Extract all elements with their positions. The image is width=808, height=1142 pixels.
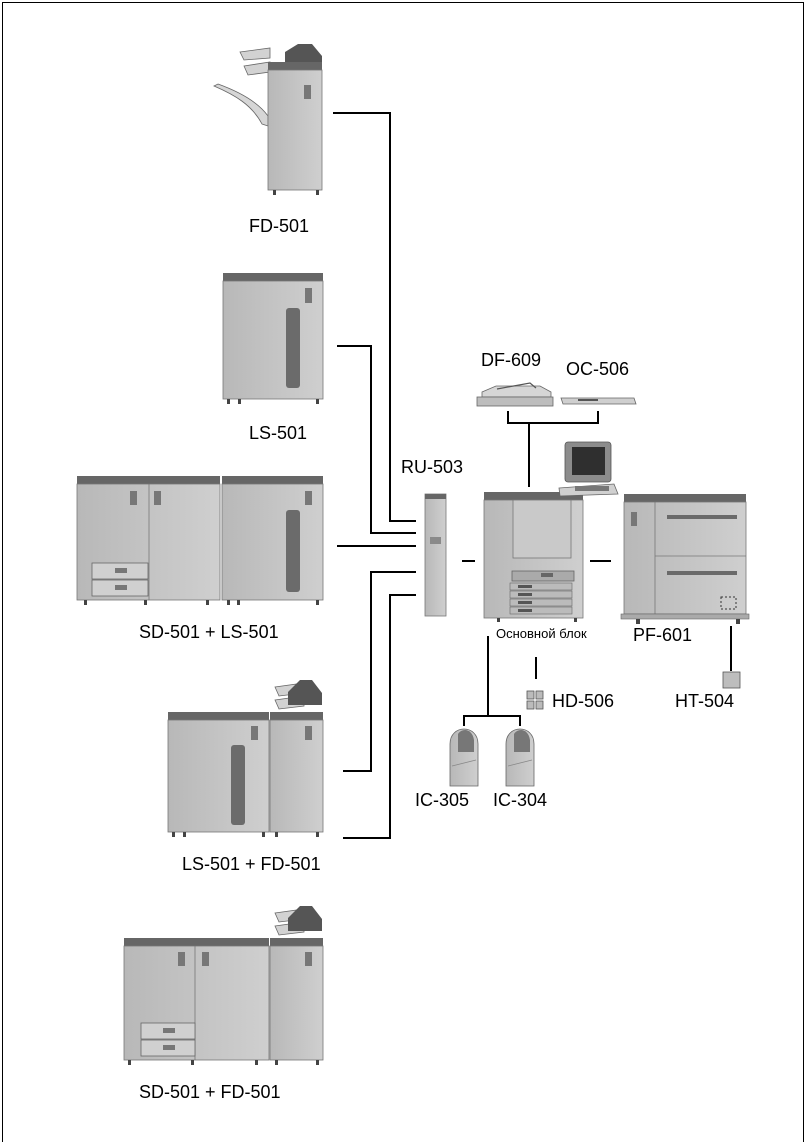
label-ls-fd: LS-501 + FD-501 <box>182 854 321 875</box>
label-ic304: IC-304 <box>493 790 547 811</box>
label-main-unit: Основной блок <box>496 626 587 641</box>
line-ic-branch <box>464 716 520 726</box>
df609-unit <box>477 383 553 406</box>
ht504-icon <box>723 672 740 688</box>
label-df609: DF-609 <box>481 350 541 371</box>
line-ls501 <box>337 346 416 533</box>
sd-fd-unit <box>124 906 323 1065</box>
label-sd-fd: SD-501 + FD-501 <box>139 1082 281 1103</box>
oc506-unit <box>561 398 636 404</box>
label-ru503: RU-503 <box>401 457 463 478</box>
label-ls501: LS-501 <box>249 423 307 444</box>
label-oc506: OC-506 <box>566 359 629 380</box>
fd501-unit <box>214 44 322 195</box>
label-hd506: HD-506 <box>552 691 614 712</box>
ls-fd-unit <box>168 680 323 837</box>
connection-lines <box>333 113 731 838</box>
label-ht504: HT-504 <box>675 691 734 712</box>
hd506-icon <box>527 691 543 709</box>
line-ls-fd <box>343 572 416 771</box>
label-pf601: PF-601 <box>633 625 692 646</box>
label-ic305: IC-305 <box>415 790 469 811</box>
control-panel <box>559 442 618 496</box>
line-df-oc <box>508 411 598 423</box>
line-sd-fd <box>343 595 416 838</box>
ls501-unit <box>223 273 323 404</box>
label-fd501: FD-501 <box>249 216 309 237</box>
ic305-unit <box>450 729 478 786</box>
main-unit <box>484 442 618 622</box>
pf601-unit <box>621 494 749 624</box>
ru503-unit <box>425 494 446 616</box>
sd-ls-unit <box>77 476 323 605</box>
ic304-unit <box>506 729 534 786</box>
label-sd-ls: SD-501 + LS-501 <box>139 622 279 643</box>
